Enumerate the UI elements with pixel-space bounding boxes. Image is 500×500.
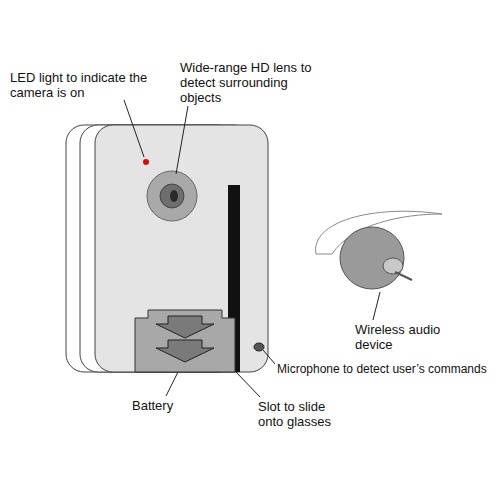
camera-housing — [95, 125, 268, 372]
leader-line — [176, 106, 188, 174]
led-light — [143, 159, 149, 165]
leader-line — [263, 350, 275, 364]
leader-line — [166, 372, 178, 396]
callout-label: LED light to indicate the camera is on — [10, 70, 175, 100]
callout-label: Wide-range HD lens to detect surrounding… — [180, 60, 320, 105]
battery-arrow — [156, 340, 214, 362]
leader-line — [236, 372, 260, 397]
callout-label: Microphone to detect user’s commands — [277, 362, 487, 377]
leader-line — [124, 100, 144, 157]
leader-line — [373, 292, 380, 320]
callout-label: Slot to slide onto glasses — [258, 399, 350, 429]
microphone-symbol — [254, 343, 264, 351]
lens-core — [170, 190, 178, 202]
battery-arrow — [156, 316, 214, 338]
callout-label: Battery — [132, 398, 173, 413]
earbud-tip — [383, 258, 403, 274]
earbud-tail — [395, 272, 412, 280]
lens-outer — [147, 171, 197, 221]
earbud-body — [340, 227, 404, 289]
lens-inner — [160, 184, 184, 208]
battery-symbol — [135, 310, 235, 372]
callout-label: Wireless audio device — [355, 322, 455, 352]
